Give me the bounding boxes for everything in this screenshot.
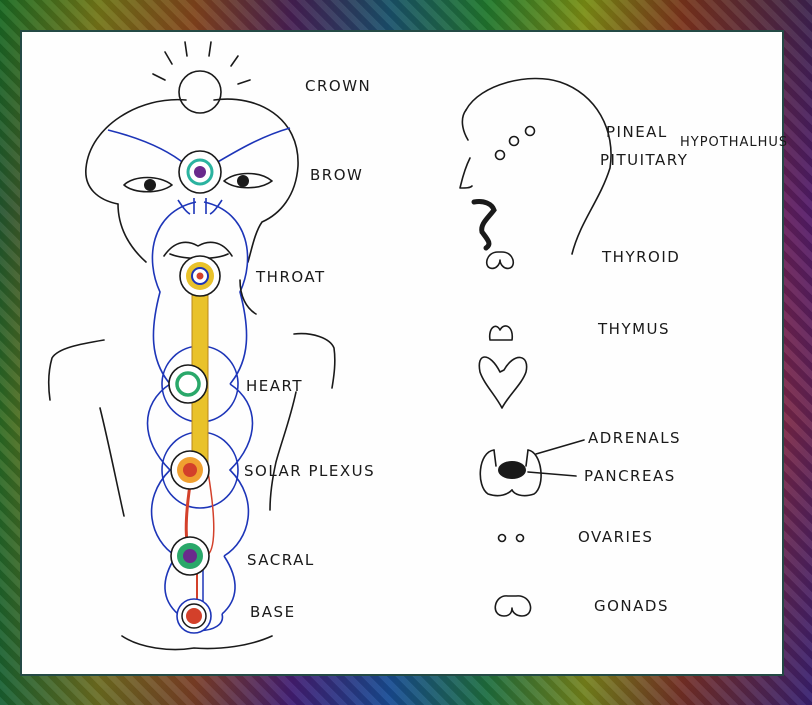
hypothalamus-gland <box>508 135 520 147</box>
label-brow: BROW <box>310 166 363 184</box>
heart-chakra <box>168 364 208 404</box>
pituitary-gland <box>494 149 506 161</box>
gland-icons <box>478 125 585 617</box>
gonads-gland <box>494 595 532 617</box>
profile-head <box>459 77 612 255</box>
adrenal-left <box>479 449 513 497</box>
ovary-left <box>497 533 507 543</box>
crown-chakra <box>178 70 222 114</box>
gland-labels: PINEAL HYPOTHALHUS PITUITARY THYROID THY… <box>578 123 788 615</box>
thyroid-gland <box>485 251 515 270</box>
pineal-gland <box>524 125 536 137</box>
label-heart: HEART <box>246 377 303 395</box>
label-pituitary: PITUITARY <box>600 151 688 169</box>
label-adrenals: ADRENALS <box>588 429 681 447</box>
label-gonads: GONADS <box>594 597 669 615</box>
label-pineal: PINEAL <box>606 123 668 141</box>
label-pancreas: PANCREAS <box>584 467 676 485</box>
pancreas-gland <box>498 461 526 479</box>
label-hypothalamus: HYPOTHALHUS <box>680 135 788 150</box>
label-crown: CROWN <box>305 77 371 95</box>
figure-head <box>85 41 299 263</box>
brow-chakra <box>178 150 222 194</box>
solar-plexus-chakra <box>170 450 210 490</box>
label-thymus: THYMUS <box>597 320 670 338</box>
throat-chakra <box>179 255 221 297</box>
label-thyroid: THYROID <box>601 248 680 266</box>
diagram-panel <box>20 30 784 676</box>
heart-shape <box>478 356 528 409</box>
label-throat: THROAT <box>255 268 326 286</box>
label-solar-plexus: SOLAR PLEXUS <box>244 462 375 480</box>
figure-body <box>47 279 336 651</box>
base-chakra <box>176 598 212 634</box>
label-base: BASE <box>250 603 296 621</box>
chakra-labels: CROWN BROW THROAT HEART SOLAR PLEXUS SAC… <box>244 77 375 621</box>
ovary-right <box>515 533 525 543</box>
thymus-gland <box>488 325 514 341</box>
label-sacral: SACRAL <box>247 551 315 569</box>
sacral-chakra <box>170 536 210 576</box>
adrenal-right <box>511 449 542 497</box>
label-ovaries: OVARIES <box>578 528 653 546</box>
